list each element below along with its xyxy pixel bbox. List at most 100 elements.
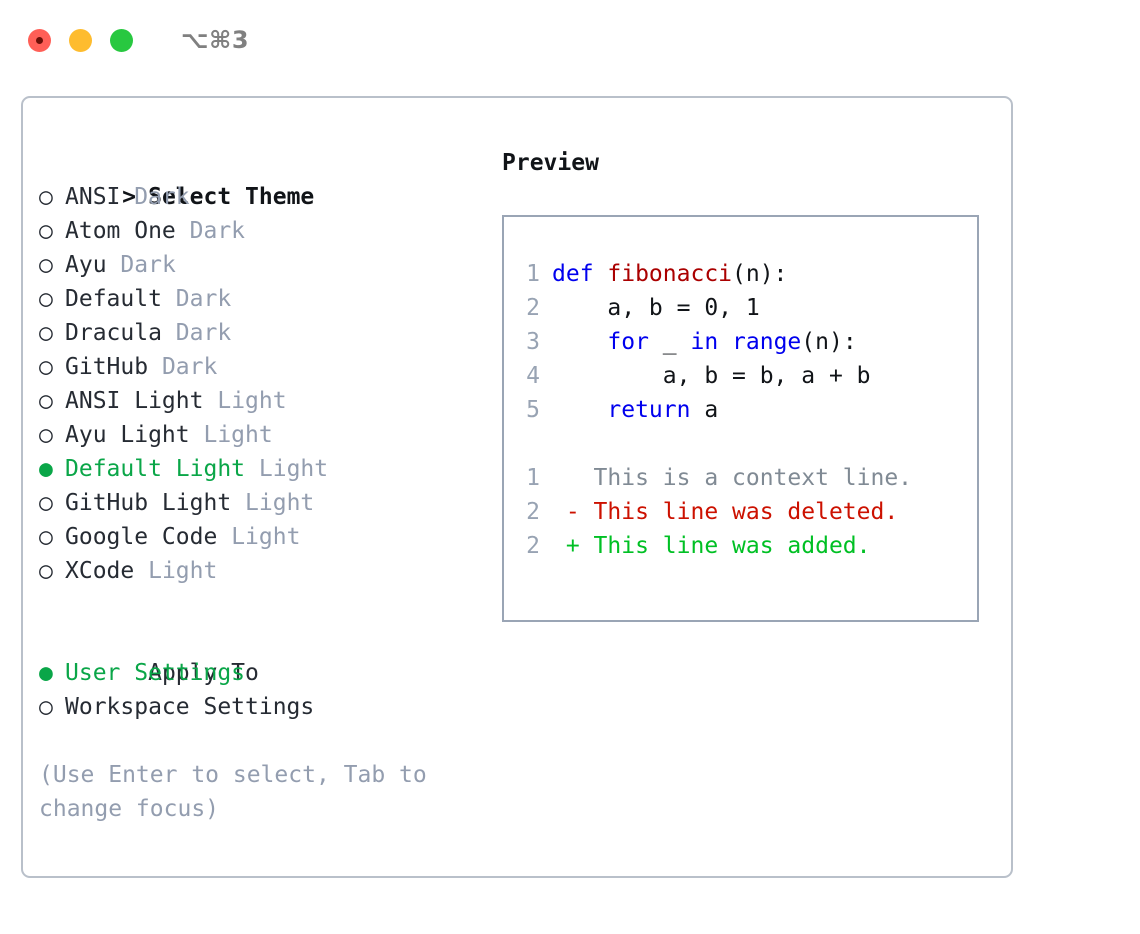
code-line: 2 a, b = 0, 1 (518, 291, 977, 325)
window-titlebar: ⌥⌘3 (0, 0, 1140, 80)
code-token (552, 329, 607, 355)
theme-variant-tag: Light (217, 388, 287, 414)
radio-unselected-icon: ○ (39, 524, 53, 550)
radio-unselected-icon: ○ (39, 490, 53, 516)
select-theme-heading-label: Select Theme (148, 184, 315, 210)
theme-list-column: >Select Theme ○ ANSI Dark ○ Atom One Dark ○ A… (39, 146, 479, 826)
theme-option-label: GitHub (65, 354, 149, 380)
preview-title: Preview (502, 150, 599, 176)
theme-picker-panel: >Select Theme ○ ANSI Dark ○ Atom One Dark ○ A… (21, 96, 1013, 878)
code-line-number: 4 (526, 363, 540, 389)
code-line-number: 1 (526, 261, 540, 287)
diff-line: 1 This is a context line. (518, 461, 977, 495)
theme-variant-tag: Dark (175, 320, 232, 346)
code-line: 3 for _ in range(n): (518, 325, 977, 359)
apply-to-option-row[interactable]: ○ Workspace Settings (39, 690, 479, 724)
code-token: (n): (801, 329, 857, 355)
radio-unselected-icon: ○ (39, 184, 53, 210)
theme-variant-tag: Dark (134, 184, 190, 210)
theme-option-row[interactable]: ○ Default Dark (39, 282, 479, 316)
theme-option-label: ANSI Light (65, 388, 204, 414)
code-line-number: 2 (526, 533, 540, 559)
keyboard-shortcut-label: ⌥⌘3 (181, 26, 250, 54)
code-token (552, 397, 607, 423)
theme-option-label: Atom One (65, 218, 176, 244)
code-token: fibonacci (607, 261, 733, 287)
theme-option-row[interactable]: ○GitHub Light Light (39, 486, 479, 520)
close-window-button[interactable] (28, 28, 51, 52)
theme-variant-tag: Light (231, 524, 301, 550)
theme-option-row[interactable]: ○ Google Code Light (39, 520, 479, 554)
apply-to-heading-label: Apply To (148, 660, 259, 686)
radio-unselected-icon: ○ (39, 388, 53, 414)
theme-variant-tag: Dark (189, 218, 246, 244)
theme-variant-tag: Light (203, 422, 273, 448)
code-token: for (607, 329, 663, 355)
radio-selected-icon: ● (39, 456, 53, 482)
radio-unselected-icon: ○ (39, 422, 53, 448)
theme-variant-tag: Dark (175, 286, 232, 312)
radio-unselected-icon: ○ (39, 218, 53, 244)
radio-unselected-icon: ○ (39, 694, 53, 720)
maximize-window-button[interactable] (110, 28, 133, 52)
theme-options-list: ○ ANSI Dark ○ Atom One Dark ○ Ayu Dark ○ Defaul… (39, 180, 479, 588)
keyboard-hint-text: (Use Enter to select, Tab to change focu… (39, 762, 441, 822)
radio-unselected-icon: ○ (39, 558, 53, 584)
theme-option-row[interactable]: ○ ANSI Light Light (39, 384, 479, 418)
diff-sample: 1 This is a context line.2 - This line w… (518, 461, 977, 563)
radio-selected-icon: ● (39, 660, 53, 686)
theme-option-row[interactable]: ○ GitHub Dark (39, 350, 479, 384)
theme-option-label: Default Light (65, 456, 246, 482)
theme-option-label: Default (65, 286, 162, 312)
radio-unselected-icon: ○ (39, 252, 53, 278)
minimize-window-button[interactable] (69, 28, 92, 52)
diff-line: 2 + This line was added. (518, 529, 977, 563)
theme-option-label: XCode (65, 558, 135, 584)
diff-line: 2 - This line was deleted. (518, 495, 977, 529)
apply-to-option-label: Workspace Settings (65, 694, 315, 720)
code-blank-line (518, 427, 977, 461)
code-token: _ (662, 329, 691, 355)
code-token: range (732, 329, 802, 355)
code-token: in (690, 329, 733, 355)
code-token: def (552, 261, 608, 287)
code-line: 4 a, b = b, a + b (518, 359, 977, 393)
apply-to-options-list: ● User Settings ○ Workspace Settings (39, 656, 479, 724)
window-controls (28, 28, 133, 52)
theme-option-row[interactable]: ○Ayu Dark (39, 248, 479, 282)
apply-to-heading: Apply To (39, 622, 479, 686)
theme-option-label: Ayu Light (65, 422, 190, 448)
code-line-number: 2 (526, 295, 540, 321)
theme-variant-tag: Dark (161, 354, 218, 380)
theme-variant-tag: Light (258, 456, 329, 482)
code-line-number: 3 (526, 329, 540, 355)
theme-option-row[interactable]: ● Default Light Light (39, 452, 479, 486)
radio-unselected-icon: ○ (39, 286, 53, 312)
code-token: a, b = 0, 1 (552, 295, 760, 321)
code-token: This is a context line. (552, 465, 913, 491)
radio-unselected-icon: ○ (39, 354, 53, 380)
theme-option-row[interactable]: ○ Ayu Light Light (39, 418, 479, 452)
theme-option-label: Google Code (65, 524, 218, 550)
code-token: a (704, 397, 719, 423)
theme-option-row[interactable]: ○Dracula Dark (39, 316, 479, 350)
code-token: a, b = b, a + b (552, 363, 871, 389)
code-line-number: 1 (526, 465, 540, 491)
theme-option-row[interactable]: ○ Atom One Dark (39, 214, 479, 248)
code-line-number: 2 (526, 499, 540, 525)
code-line: 1 def fibonacci(n): (518, 257, 977, 291)
section-spacer (39, 588, 479, 622)
apply-to-option-label: User Settings (65, 660, 246, 686)
code-token: + This line was added. (552, 533, 871, 559)
code-token: (n): (732, 261, 788, 287)
theme-variant-tag: Light (148, 558, 218, 584)
theme-option-row[interactable]: ○ XCode Light (39, 554, 479, 588)
theme-option-label: Ayu (65, 252, 107, 278)
select-theme-heading: >Select Theme (39, 146, 479, 210)
theme-option-row[interactable]: ○ ANSI Dark (39, 180, 479, 214)
theme-option-label: ANSI (65, 184, 121, 210)
theme-option-label: GitHub Light (65, 490, 232, 516)
apply-to-option-row[interactable]: ● User Settings (39, 656, 479, 690)
